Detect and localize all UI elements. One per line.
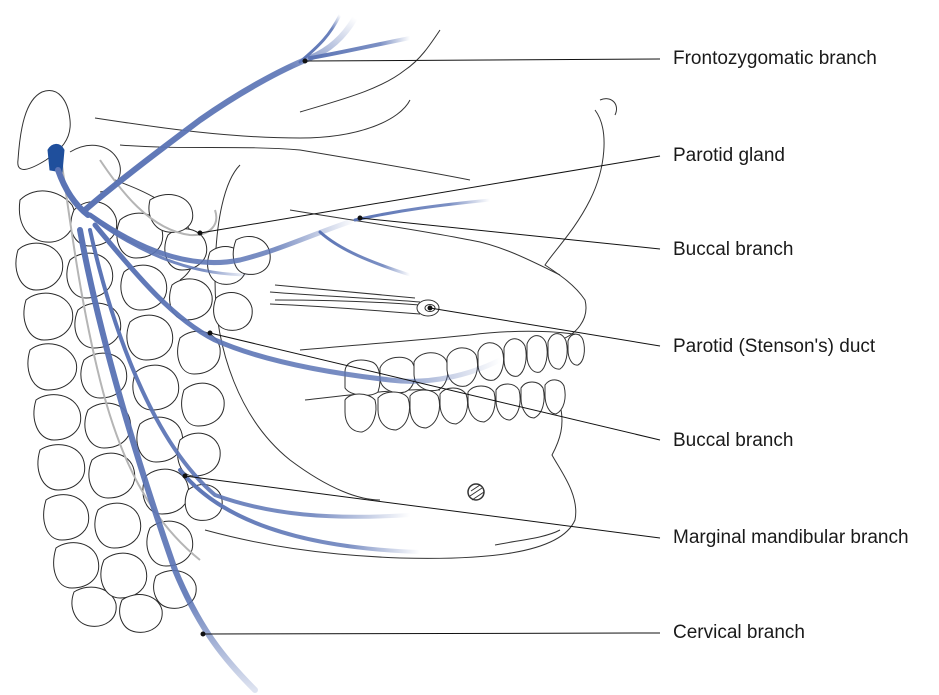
- label-parotid-gland: Parotid gland: [673, 145, 785, 167]
- parotid-gland: [16, 191, 270, 632]
- teeth: [345, 334, 584, 432]
- leader-parotid-gland: [200, 156, 660, 233]
- leader-buccal-upper: [360, 218, 660, 249]
- leader-lines: [183, 59, 660, 636]
- leader-buccal-lower: [210, 333, 660, 440]
- leader-cervical: [203, 633, 660, 634]
- label-parotid-duct: Parotid (Stenson's) duct: [673, 336, 875, 358]
- label-buccal-branch-upper: Buccal branch: [673, 239, 793, 261]
- label-buccal-branch-lower: Buccal branch: [673, 430, 793, 452]
- parotid-duct: [270, 292, 439, 316]
- label-cervical-branch: Cervical branch: [673, 622, 805, 644]
- label-frontozygomatic-branch: Frontozygomatic branch: [673, 48, 877, 70]
- leader-frontozygomatic: [305, 59, 660, 61]
- label-marginal-mandibular-branch: Marginal mandibular branch: [673, 527, 909, 549]
